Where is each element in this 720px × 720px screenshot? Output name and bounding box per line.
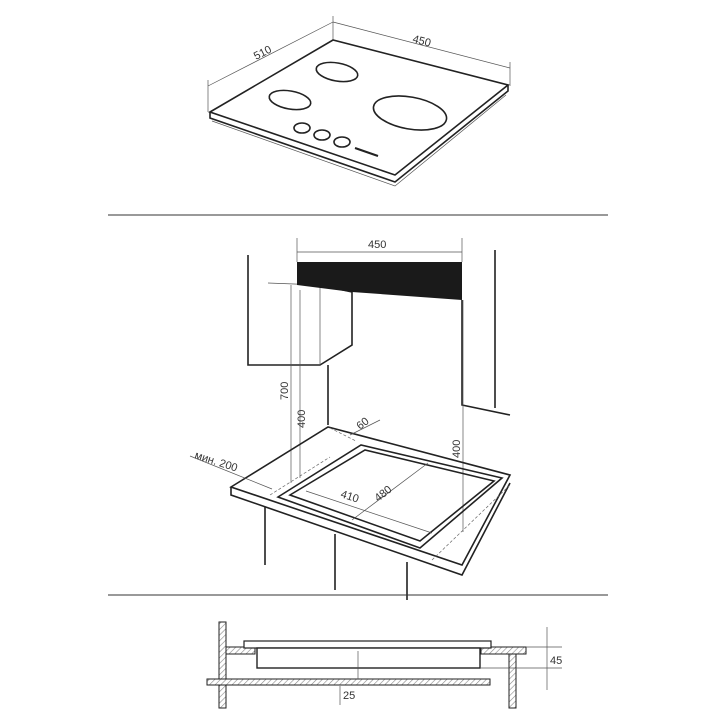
installation-view: 450 700 400 400 410 480 60 мин. 200 [189,238,512,600]
dim-400-left-label: 400 [296,410,308,428]
burner-left [268,89,312,111]
dim-min-200-label: мин. 200 [193,449,239,474]
knob-icon [293,122,311,134]
burner-large [372,95,448,131]
dim-480-label: 480 [372,484,394,505]
dim-60-label: 60 [354,415,371,432]
dim-width-label: 450 [411,33,432,49]
dim-410-label: 410 [339,488,360,505]
burner-back [315,61,359,83]
hob-top-view: 510 450 [207,16,511,187]
dim-25-label: 25 [343,690,355,702]
dim-400-right-label: 400 [451,440,463,458]
knob-icon [313,129,331,141]
dim-depth-label: 510 [252,44,274,63]
section-view: 25 45 [206,621,562,709]
dim-700-label: 700 [279,382,291,400]
dim-hood-width-label: 450 [368,239,386,251]
hood [297,262,462,300]
knob-icon [333,136,351,148]
dim-45-label: 45 [550,655,562,667]
